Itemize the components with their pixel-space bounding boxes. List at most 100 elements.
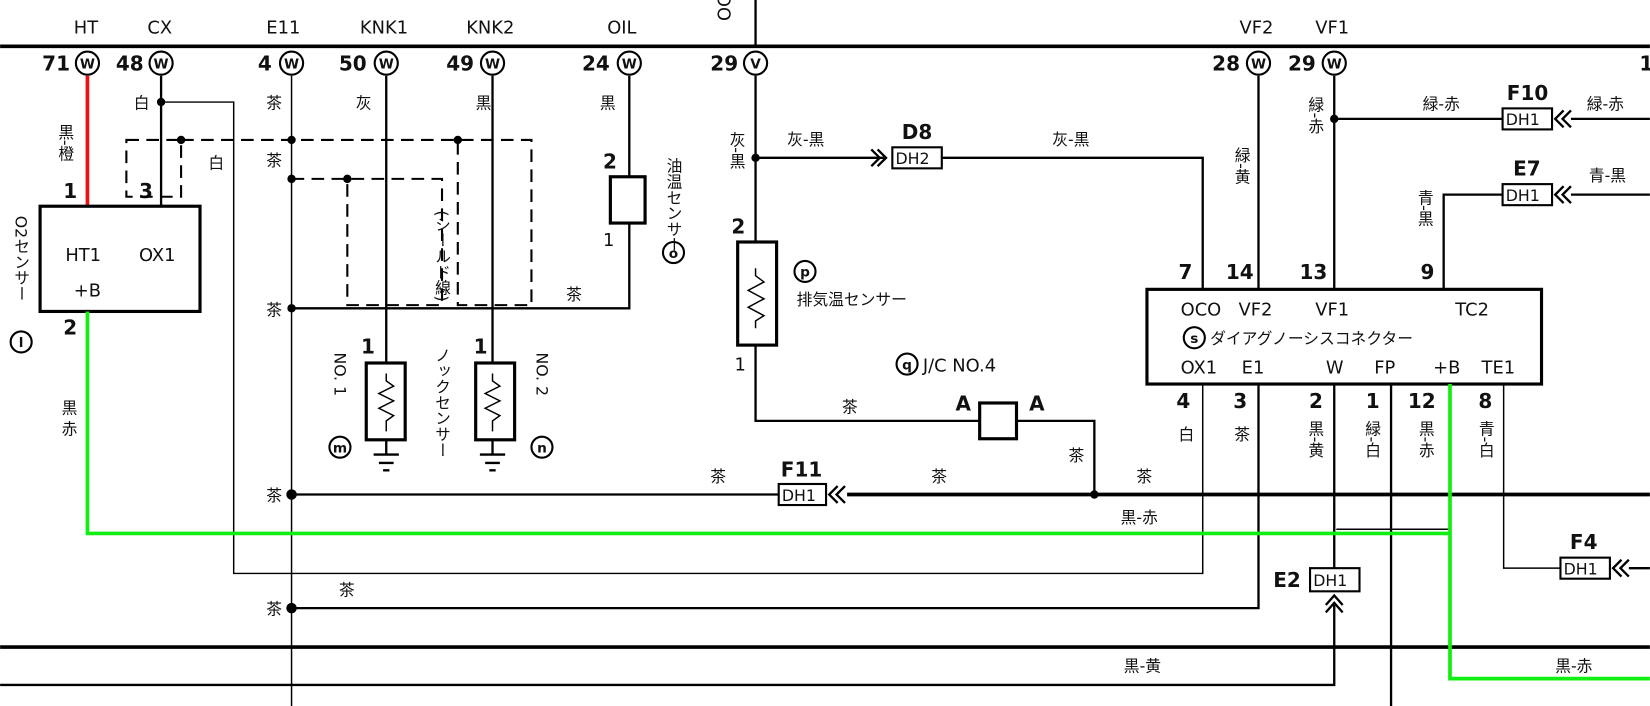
wire-color: 白: [208, 153, 224, 172]
pin-type: W: [622, 56, 637, 72]
wire-color: 黒-黄: [1124, 656, 1161, 675]
connector-arrow-icon: [1553, 185, 1650, 204]
diag-pin-2: 2: [1309, 389, 1323, 413]
wire-color: 茶: [1234, 425, 1250, 444]
e7-connector: [1501, 183, 1554, 207]
diag-pin-12: 12: [1408, 389, 1436, 413]
exhaust-sensor-name: 排気温センサー: [797, 290, 907, 309]
diag-term-ox1: OX1: [1181, 358, 1218, 379]
wire-color: 黒: [600, 93, 616, 112]
wire-color: 緑-白: [1363, 421, 1382, 458]
knock-sensor-1: 1: [361, 75, 407, 472]
oil-pin-1: 1: [603, 230, 614, 251]
signal-vf1: VF1: [1315, 18, 1349, 39]
e2-code: E2: [1273, 568, 1301, 592]
f4-box-label: DH1: [1564, 559, 1598, 578]
no2-marker: n: [537, 440, 547, 456]
o2-pin-2: 2: [63, 316, 77, 340]
e7-code: E7: [1513, 157, 1541, 181]
f11-connector: [777, 482, 828, 507]
wire-color: 緑-黄: [1232, 147, 1251, 184]
wire-color: 黒-黄: [1306, 421, 1325, 458]
wire-color: 黒-赤: [1416, 421, 1435, 458]
wire-color: 緑-赤: [1423, 94, 1460, 113]
diag-pin-3: 3: [1233, 389, 1247, 413]
diag-term-tc2: TC2: [1454, 300, 1489, 321]
f10-code: F10: [1507, 81, 1548, 105]
wire-color: 緑-赤: [1306, 97, 1325, 134]
pin-number: 48: [116, 51, 144, 75]
pin8-wire: [1502, 384, 1561, 569]
signal-e11: E11: [266, 18, 300, 39]
wire-color: 黒 赤: [59, 400, 78, 437]
shield-wire: (シールド線): [125, 135, 533, 307]
oil-sensor-wire: [291, 75, 631, 310]
jc-name: J/C NO.4: [922, 355, 996, 376]
exh-marker: p: [800, 265, 810, 281]
e7-box-label: DH1: [1506, 186, 1540, 205]
pin-type: W: [284, 56, 299, 72]
pin-number: 49: [446, 51, 474, 75]
diag-term-w: W: [1326, 358, 1344, 379]
wire-color: 黒-橙: [56, 124, 75, 161]
diag-term-e1: E1: [1242, 358, 1265, 379]
o2-sensor-name: O2センサー: [12, 216, 31, 302]
jc-a-right: A: [1029, 391, 1045, 415]
connector-arrow-icon: [1324, 593, 1344, 614]
wire-color: 青-黒: [1589, 166, 1626, 185]
connector-arrow-icon: [827, 485, 846, 504]
d8-code: D8: [902, 120, 933, 144]
f11-code: F11: [781, 458, 822, 482]
pin-number: 71: [42, 51, 70, 75]
diag-term-oco: OCO: [1181, 300, 1222, 321]
diag-marker: s: [1190, 331, 1198, 347]
diag-top-wires: [1257, 75, 1503, 290]
wire-color: 茶: [339, 581, 355, 600]
signal-vf2: VF2: [1240, 18, 1274, 39]
wire-color: 黒-赤: [1121, 508, 1158, 527]
no1-label: NO. 1: [330, 352, 349, 396]
knk1-pin: 1: [361, 335, 375, 359]
o2-pin-1: 1: [63, 179, 77, 203]
wire-color: 茶: [266, 93, 282, 112]
o2-terminal-ht1: HT1: [65, 245, 101, 266]
wire-color: 茶: [566, 285, 582, 304]
wire-color: 茶: [931, 467, 947, 486]
wire-color: 黒-赤: [1555, 656, 1592, 675]
o2-sensor-box: [38, 204, 202, 314]
pin2-wire: [0, 384, 1336, 687]
signal-knk2: KNK2: [466, 18, 514, 39]
jc-marker: q: [902, 357, 912, 373]
top-pins: 71W 48W 4W 50W 49W 24W 29V 28W 29W 1: [42, 50, 1650, 76]
knk2-pin: 1: [474, 335, 488, 359]
wire-color: 茶: [266, 151, 282, 170]
signal-ht: HT: [74, 18, 98, 39]
b-plus-wire-highlighted: [85, 311, 1650, 681]
wire-color: 茶: [266, 301, 282, 320]
pin-type: W: [1251, 56, 1266, 72]
diag-connector-name: ダイアグノーシスコネクター: [1210, 329, 1413, 348]
wire-color: 青-黒: [1415, 189, 1434, 226]
knock-sensor-2: 1: [474, 75, 517, 472]
cx-return-wire: [161, 101, 1204, 575]
diag-pin-8: 8: [1478, 389, 1492, 413]
oil-sensor-box: [608, 175, 647, 225]
o2-marker: l: [19, 335, 24, 351]
no2-label: NO. 2: [532, 352, 551, 396]
oil-pin-2: 2: [603, 149, 617, 173]
o2-sensor-label: l O2センサー: [9, 216, 33, 354]
pin-type: W: [80, 56, 95, 72]
knock-sensor-name: ノックセンサー: [433, 347, 452, 457]
connector-arrow-icon: [1553, 109, 1650, 129]
wire-color: 灰-黒: [727, 131, 746, 168]
f4-connector: [1559, 556, 1611, 580]
diag-term-b: +B: [1433, 358, 1460, 379]
signal-oil: OIL: [607, 18, 636, 39]
diag-term-te1: TE1: [1481, 358, 1516, 379]
pin-type: W: [1327, 56, 1342, 72]
